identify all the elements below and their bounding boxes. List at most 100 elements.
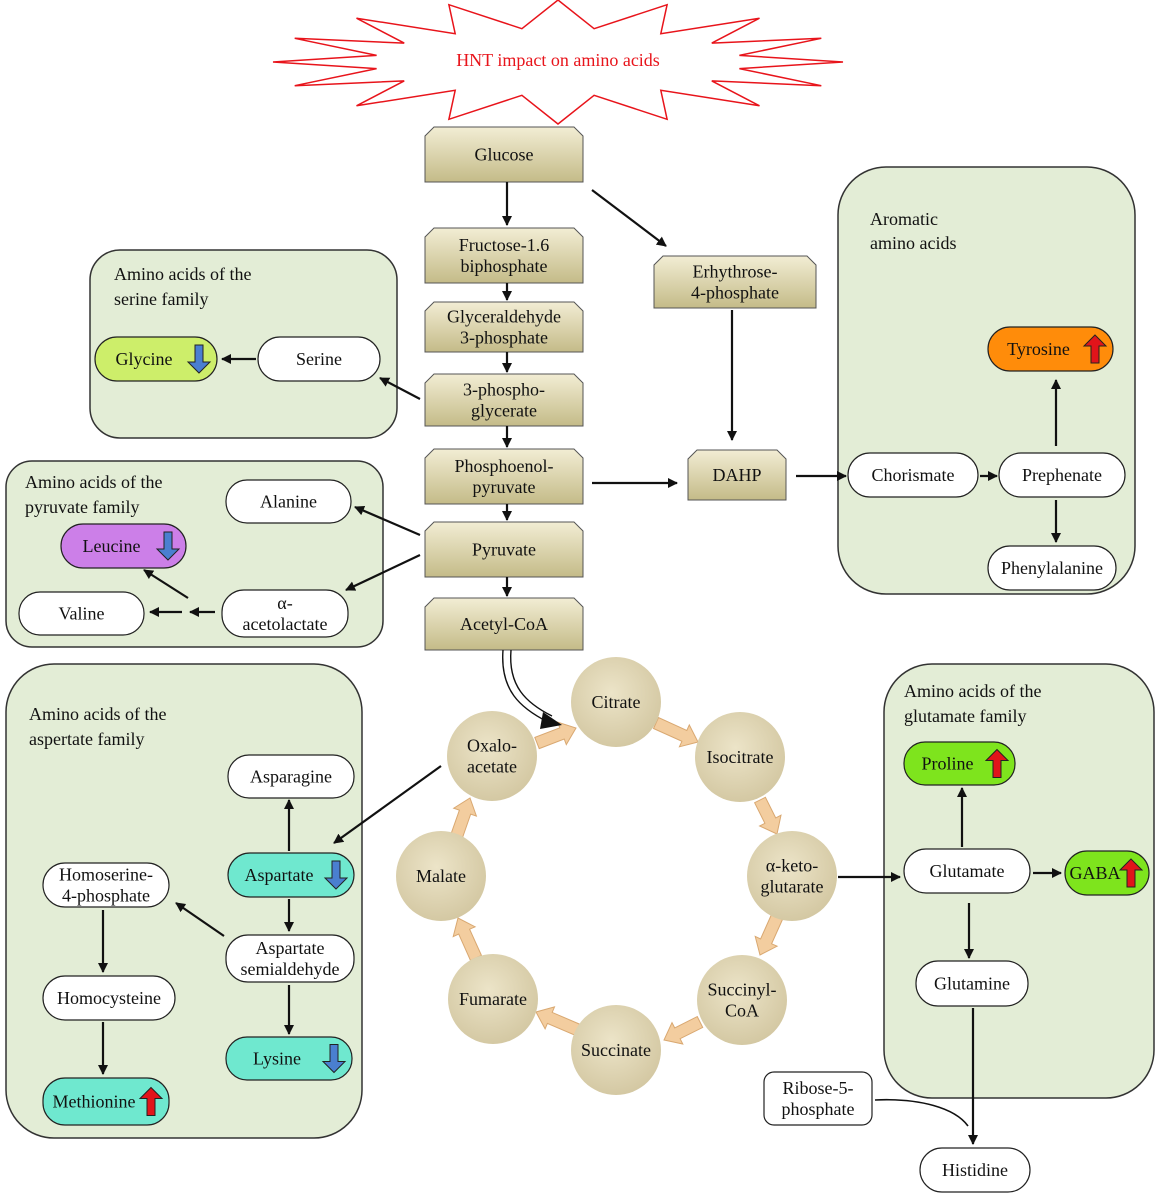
pathway-box-erythrose: Erhythrose-4-phosphate: [653, 255, 817, 309]
succinate-label: Succinate: [581, 1040, 651, 1060]
dahp-label: DAHP: [712, 465, 761, 485]
gaba-label: GABA: [1069, 863, 1120, 883]
succinylcoa-label: Succinyl-CoA: [708, 980, 777, 1021]
acetylcoa-entry-line-b: [510, 649, 553, 717]
node-gaba: GABA: [1064, 850, 1150, 896]
node-leucine: Leucine: [60, 523, 187, 569]
node-glycine: Glycine: [94, 336, 218, 382]
acetylcoa-entry-head: [540, 712, 562, 729]
ketoglutarate-label: α-keto-glutarate: [761, 856, 824, 897]
node-homocysteine: Homocysteine: [42, 975, 176, 1021]
isocitrate-label: Isocitrate: [707, 747, 774, 767]
oxaloacetate-label: Oxalo-acetate: [467, 736, 517, 777]
lysine-label: Lysine: [253, 1049, 301, 1069]
panel-aromatic-family: Aromatic amino acids: [837, 166, 1136, 595]
pathway-box-acetylcoa: Acetyl-CoA: [424, 597, 584, 651]
glucose-label: Glucose: [475, 145, 534, 165]
cycle-arrow-citrate-isocitrate: [652, 716, 699, 748]
node-alanine: Alanine: [225, 479, 352, 524]
node-aspartate: Aspartate: [227, 852, 355, 898]
node-proline: Proline: [903, 741, 1016, 786]
glycine-label: Glycine: [116, 349, 173, 369]
node-acetolactate: α-acetolactate: [221, 589, 349, 638]
reaction-arrow-10: [379, 377, 421, 400]
cycle-arrow-oxaloacetate-citrate: [534, 721, 577, 750]
acetolactate-label: α-acetolactate: [243, 593, 328, 634]
reaction-arrow-20: [333, 765, 442, 844]
chorismate-label: Chorismate: [872, 465, 955, 485]
pathway-box-pyruvate: Pyruvate: [424, 521, 584, 578]
tca-oxaloacetate: Oxalo-acetate: [447, 711, 537, 801]
cycle-arrow-succinylcoa-succinate: [663, 1015, 704, 1045]
node-asparagine: Asparagine: [227, 754, 355, 799]
glutamate-label: Glutamate: [930, 861, 1005, 881]
phosphoglycerate-label: 3-phospho-glycerate: [463, 380, 545, 421]
pyruvate-family-label: Amino acids of the pyruvate family: [25, 472, 167, 517]
tca-cycle-arrows: [449, 716, 784, 1045]
prephenate-label: Prephenate: [1022, 465, 1102, 485]
node-methionine: Methionine: [42, 1077, 170, 1126]
ribose-label: Ribose-5-phosphate: [782, 1078, 855, 1119]
title-starburst: HNT impact on amino acids: [272, 0, 844, 125]
serine-family-label: Amino acids of the serine family: [114, 264, 256, 309]
phenylalanine-label: Phenylalanine: [1001, 558, 1103, 578]
pathway-box-phosphoglycerate: 3-phospho-glycerate: [424, 373, 584, 427]
proline-up-arrow-icon: [984, 748, 1010, 778]
cycle-arrow-ketoglutarate-succinylcoa: [754, 913, 784, 956]
tca-succinylcoa: Succinyl-CoA: [697, 955, 787, 1045]
cycle-arrow-malate-oxaloacetate: [449, 797, 478, 841]
reaction-arrows: [98, 182, 1062, 1145]
cycle-arrow-fumarate-malate: [452, 917, 483, 962]
alanine-label: Alanine: [260, 492, 317, 512]
glutamate-family-label: Amino acids of the glutamate family: [904, 681, 1046, 726]
node-chorismate: Chorismate: [847, 452, 979, 498]
tca-isocitrate: Isocitrate: [695, 712, 785, 802]
pathway-box-pep: Phosphoenol-pyruvate: [424, 448, 584, 505]
node-serine: Serine: [257, 336, 381, 382]
lysine-down-arrow-icon: [321, 1044, 347, 1074]
node-glutamine: Glutamine: [915, 960, 1029, 1007]
aspartate-down-arrow-icon: [323, 860, 349, 890]
pep-label: Phosphoenol-pyruvate: [455, 456, 554, 497]
glycine-down-arrow-icon: [186, 344, 212, 374]
tca-ketoglutarate: α-keto-glutarate: [747, 831, 837, 921]
citrate-label: Citrate: [592, 692, 641, 712]
cycle-arrow-succinate-fumarate: [535, 1006, 582, 1037]
aspartate-family-label: Amino acids of the aspertate family: [29, 704, 171, 749]
acetylcoa-entry-line-a: [502, 649, 549, 723]
node-glutamate: Glutamate: [903, 848, 1031, 894]
tca-malate: Malate: [396, 831, 486, 921]
serine-label: Serine: [296, 349, 342, 369]
node-ribose: Ribose-5-phosphate: [763, 1071, 873, 1126]
node-valine: Valine: [18, 591, 145, 636]
ribose-connector: [874, 1098, 969, 1127]
homoserine-label: Homoserine-4-phosphate: [59, 865, 153, 906]
histidine-label: Histidine: [942, 1160, 1008, 1180]
reaction-arrow-13: [345, 554, 421, 591]
tca-succinate: Succinate: [571, 1005, 661, 1095]
acetylcoa-label: Acetyl-CoA: [460, 614, 548, 634]
change-indicators: [138, 334, 1144, 1116]
panel-serine-family: Amino acids of the serine family: [89, 249, 398, 439]
reaction-arrow-23: [175, 902, 225, 937]
node-lysine: Lysine: [225, 1036, 353, 1081]
glutamine-label: Glutamine: [934, 974, 1010, 994]
reaction-arrow-12: [354, 505, 421, 537]
leucine-label: Leucine: [83, 536, 141, 556]
tyrosine-up-arrow-icon: [1082, 334, 1108, 364]
erythrose-label: Erhythrose-4-phosphate: [691, 262, 779, 303]
node-homoserine: Homoserine-4-phosphate: [42, 862, 170, 908]
asparagine-label: Asparagine: [250, 767, 332, 787]
reaction-arrow-6: [591, 189, 667, 247]
pathway-box-glucose: Glucose: [424, 126, 584, 183]
methionine-up-arrow-icon: [138, 1086, 164, 1116]
